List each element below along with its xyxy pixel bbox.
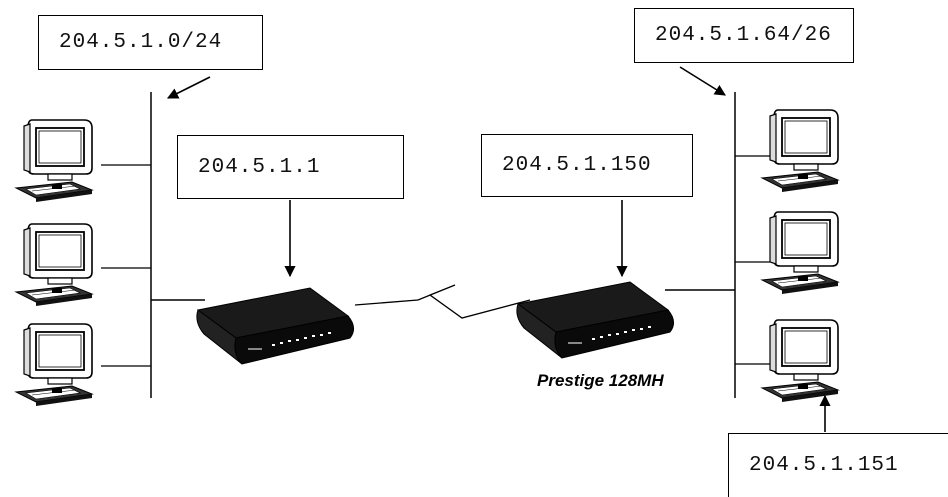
router-icon bbox=[516, 281, 675, 359]
right-router-ip-label: 204.5.1.150 bbox=[481, 134, 693, 197]
right-subnet-label: 204.5.1.64/26 bbox=[634, 8, 854, 63]
subnet-right-arrow bbox=[679, 66, 726, 96]
computer-icon bbox=[761, 109, 839, 193]
computer-icon bbox=[15, 119, 93, 203]
computer-icon bbox=[761, 319, 839, 403]
computer-icon bbox=[15, 223, 93, 307]
left-subnet-label: 204.5.1.0/24 bbox=[38, 15, 263, 70]
host-ip-label: 204.5.1.151 bbox=[728, 433, 948, 497]
subnet-left-arrow bbox=[166, 76, 211, 99]
computer-icon bbox=[15, 323, 93, 407]
left-router-ip-label: 204.5.1.1 bbox=[177, 135, 404, 199]
wan-link bbox=[354, 284, 531, 319]
router-icon bbox=[196, 287, 355, 365]
router-model-label: Prestige 128MH bbox=[537, 371, 664, 390]
computer-icon bbox=[761, 211, 839, 295]
